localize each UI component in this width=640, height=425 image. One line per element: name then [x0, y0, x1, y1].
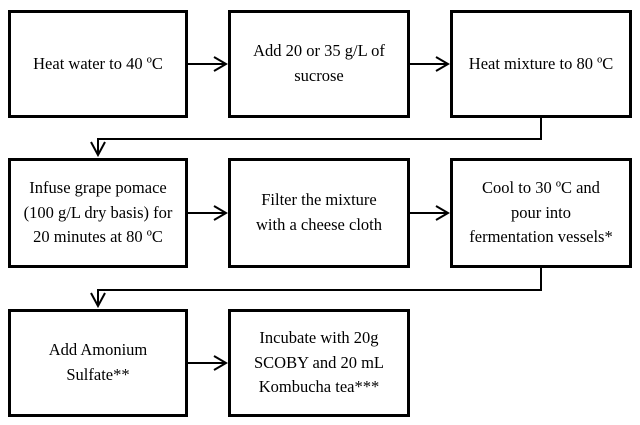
flow-step-heat-mixture: Heat mixture to 80 ºC	[450, 10, 632, 118]
flow-step-cool-pour: Cool to 30 ºC and pour into fermentation…	[450, 158, 632, 268]
elbow-down-arrow-icon	[90, 268, 542, 309]
right-arrow-icon	[188, 205, 228, 221]
right-arrow-icon	[410, 56, 450, 72]
flow-step-label: Cool to 30 ºC and pour into fermentation…	[469, 177, 613, 247]
flow-step-label: Filter the mixture with a cheese cloth	[256, 190, 382, 234]
flow-step-infuse-pomace: Infuse grape pomace (100 g/L dry basis) …	[8, 158, 188, 268]
flow-step-add-ammonium-sulfate: Add Amonium Sulfate**	[8, 309, 188, 417]
flow-step-label: Heat mixture to 80 ºC	[468, 53, 614, 73]
right-arrow-icon	[410, 205, 450, 221]
flow-step-heat-water: Heat water to 40 ºC	[8, 10, 188, 118]
flow-step-label: Add Amonium Sulfate**	[48, 340, 148, 384]
flow-step-label: Incubate with 20g SCOBY and 20 mL Kombuc…	[253, 327, 385, 397]
flow-step-filter-mixture: Filter the mixture with a cheese cloth	[228, 158, 410, 268]
elbow-down-arrow-icon	[90, 118, 542, 158]
right-arrow-icon	[188, 355, 228, 371]
right-arrow-icon	[188, 56, 228, 72]
flow-step-label: Add 20 or 35 g/L of sucrose	[253, 41, 385, 85]
flow-step-incubate-scoby: Incubate with 20g SCOBY and 20 mL Kombuc…	[228, 309, 410, 417]
flow-step-label: Infuse grape pomace (100 g/L dry basis) …	[23, 177, 173, 247]
flow-step-add-sucrose: Add 20 or 35 g/L of sucrose	[228, 10, 410, 118]
flow-step-label: Heat water to 40 ºC	[33, 53, 163, 73]
